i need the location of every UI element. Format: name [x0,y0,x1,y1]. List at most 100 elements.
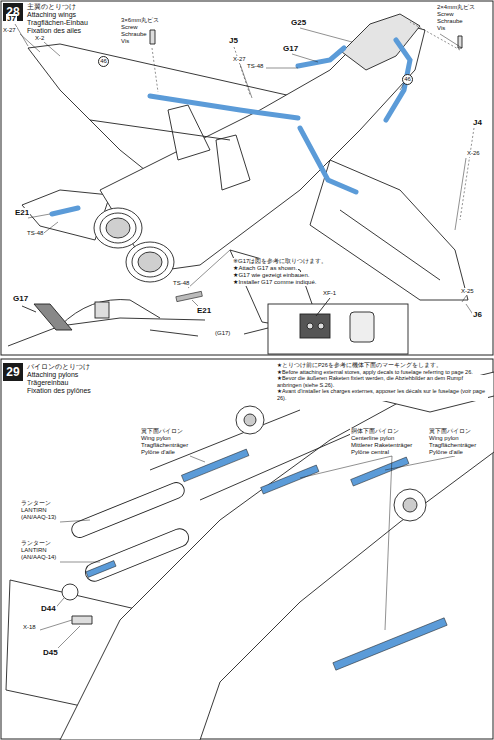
part-label: 胴体下面パイロン [350,428,400,435]
part-number: G17 [12,294,29,303]
part-label: 2×4mm丸ビス [436,4,476,11]
part-label: ランターン [20,540,52,547]
step-frame [1,359,493,739]
step-title: パイロンのとりつけ [27,363,91,371]
label-group: ※G17は図を参考に取りつけます。★Attach G17 as shown.★G… [232,258,412,286]
label-group: 2×4mm丸ビスScrewSchraubeVis [436,4,476,32]
part-label: Pylône d'aile [428,449,464,456]
label-group: ランターンLANTIRN(AN/AAQ-13) [20,500,57,521]
part-label: Pylône d'aile [140,449,176,456]
label-group: TS-48 [26,230,44,237]
aircraft-top-view [22,14,468,332]
label-group: XF-1 [322,290,337,297]
label-group: 翼下面パイロンWing pylonTragflächenträgerPylône… [140,428,189,456]
step-heading: 主翼のとりつけAttaching wingsTragflächen-Einbau… [27,3,88,35]
part-label: (G17) [214,330,231,337]
label-group: D44 [40,604,57,613]
step-title: Trägereinbau [27,379,91,387]
label-group: J7 [6,14,17,23]
part-label: ★Installer G17 comme indiqué. [232,279,317,286]
part-label: ★G17 wie gezeigt einbauen. [232,272,310,279]
part-number: E21 [14,208,30,217]
label-group: J6 [472,310,483,319]
part-number: E21 [196,306,212,315]
label-group: 46 [98,56,109,67]
part-label: (AN/AAQ-13) [20,514,57,521]
part-label: X-26 [466,150,481,157]
label-group: E21 [196,306,212,315]
label-group: X-25 [460,288,475,295]
label-group: (G17) [214,330,231,337]
label-group: X-27 [2,27,17,34]
step-frame [1,1,493,355]
part-number: J5 [228,36,239,45]
part-label: TS-48 [246,63,264,70]
part-label: 翼下面パイロン [428,428,472,435]
part-label: ★Attach G17 as shown. [232,265,298,272]
callout-number: 46 [402,74,413,85]
label-group: X-2 [34,35,45,42]
callout-number: 46 [98,56,109,67]
part-label: X-27 [232,56,247,63]
label-group: G25 [290,18,307,27]
part-label: ★Bevor die äußeren Raketen fixiert werde… [276,375,488,388]
leader-lines [40,456,455,652]
part-label: Schraube [436,18,464,25]
part-label: TS-48 [26,230,44,237]
step-title: Attaching wings [27,11,88,19]
part-label: LANTIRN [20,507,48,514]
label-group: TS-48 [172,280,190,287]
part-label: Wing pylon [428,435,460,442]
part-label: X-18 [22,624,37,631]
step-title: Attaching pylons [27,371,91,379]
part-label: Pylône central [350,449,390,456]
step-title: Tragflächen-Einbau [27,19,88,27]
blue-parts [52,40,410,214]
part-label: Vis [436,25,446,32]
label-group: G17 [12,294,29,303]
label-group: ランターンLANTIRN(AN/AAQ-14) [20,540,57,561]
step-title: 主翼のとりつけ [27,3,88,11]
part-label: Wing pylon [140,435,172,442]
label-group: X-18 [22,624,37,631]
part-label: Tragflächenträger [140,442,189,449]
part-label: Screw [120,24,139,31]
part-label: ランターン [20,500,52,507]
label-group: 46 [402,74,413,85]
part-label: Vis [120,38,130,45]
part-number: D44 [40,604,57,613]
leader-lines [15,22,474,316]
part-label: 3×6mm丸ビス [120,17,160,24]
label-group: 3×6mm丸ビスScrewSchraubeVis [120,17,160,45]
part-number: G17 [282,44,299,53]
part-label: X-25 [460,288,475,295]
part-label: Screw [436,11,455,18]
label-group: E21 [14,208,30,217]
step-number: 29 [3,363,23,381]
part-label: ※G17は図を参考に取りつけます。 [232,258,328,265]
label-group: 胴体下面パイロンCenterline pylonMittlerer Rakete… [350,428,413,456]
inset-cockpit-side [8,300,205,346]
part-label: TS-48 [172,280,190,287]
part-number: J7 [6,14,17,23]
aircraft-underside [6,372,494,740]
label-group: 翼下面パイロンWing pylonTragflächenträgerPylône… [428,428,477,456]
part-label: X-2 [34,35,45,42]
step-title: Fixation des ailes [27,27,88,35]
part-label: Schraube [120,31,148,38]
label-group: ★とりつけ前にP26を参考に機体下面のマーキングをします。★Before att… [276,362,488,401]
step-title: Fixation des pylônes [27,387,91,395]
part-label: Centerline pylon [350,435,395,442]
label-group: X-27 [232,56,247,63]
step-heading: パイロンのとりつけAttaching pylonsTrägereinbauFix… [27,363,91,395]
part-label: XF-1 [322,290,337,297]
part-e21 [176,291,202,301]
part-label: (AN/AAQ-14) [20,554,57,561]
part-label: 翼下面パイロン [140,428,184,435]
label-group: X-26 [466,150,481,157]
label-group: TS-48 [246,63,264,70]
label-group: D45 [42,648,59,657]
label-group: J4 [472,118,483,127]
part-number: J4 [472,118,483,127]
part-label: Mittlerer Raketenträger [350,442,413,449]
